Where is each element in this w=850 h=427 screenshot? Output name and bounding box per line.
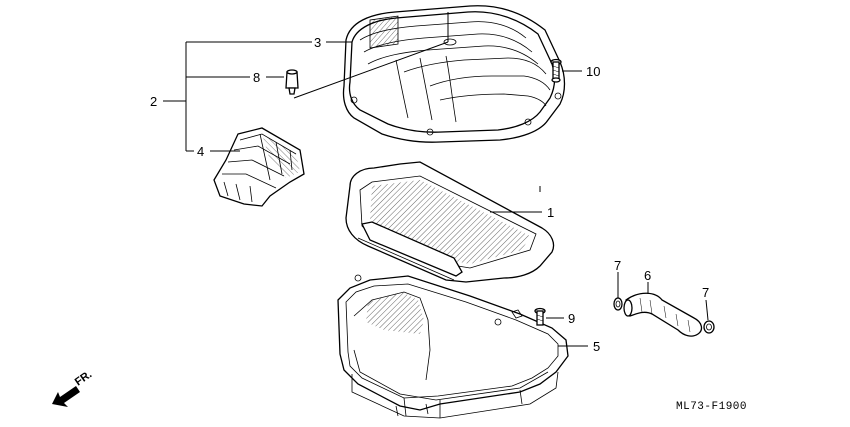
callout-4: 4 [197,144,204,159]
callout-6: 6 [644,268,651,283]
hose-clip-part-7-right [703,320,715,334]
screw-part-9 [534,307,546,326]
leader-lines [163,12,709,347]
front-direction-label: FR. [73,368,94,388]
intake-duct-part-4 [213,127,305,207]
callout-1: 1 [547,205,554,220]
callout-9: 9 [568,311,575,326]
callout-5: 5 [593,339,600,354]
air-cleaner-case-part-5 [337,274,569,419]
drain-hose-part-6 [623,292,703,337]
drain-cap-part-8 [285,69,299,95]
hose-clip-part-7-left [613,297,623,311]
air-cleaner-cover [342,5,566,143]
diagram-code: ML73-F1900 [676,401,747,413]
callout-7-right: 7 [702,285,709,300]
air-filter-element-part-1 [345,161,555,283]
callout-2: 2 [150,94,157,109]
callout-7-left: 7 [614,258,621,273]
callout-8: 8 [253,70,260,85]
screw-part-10 [550,58,562,83]
front-direction-arrow-icon [52,386,80,407]
callout-3: 3 [314,35,321,50]
callout-10: 10 [586,64,600,79]
